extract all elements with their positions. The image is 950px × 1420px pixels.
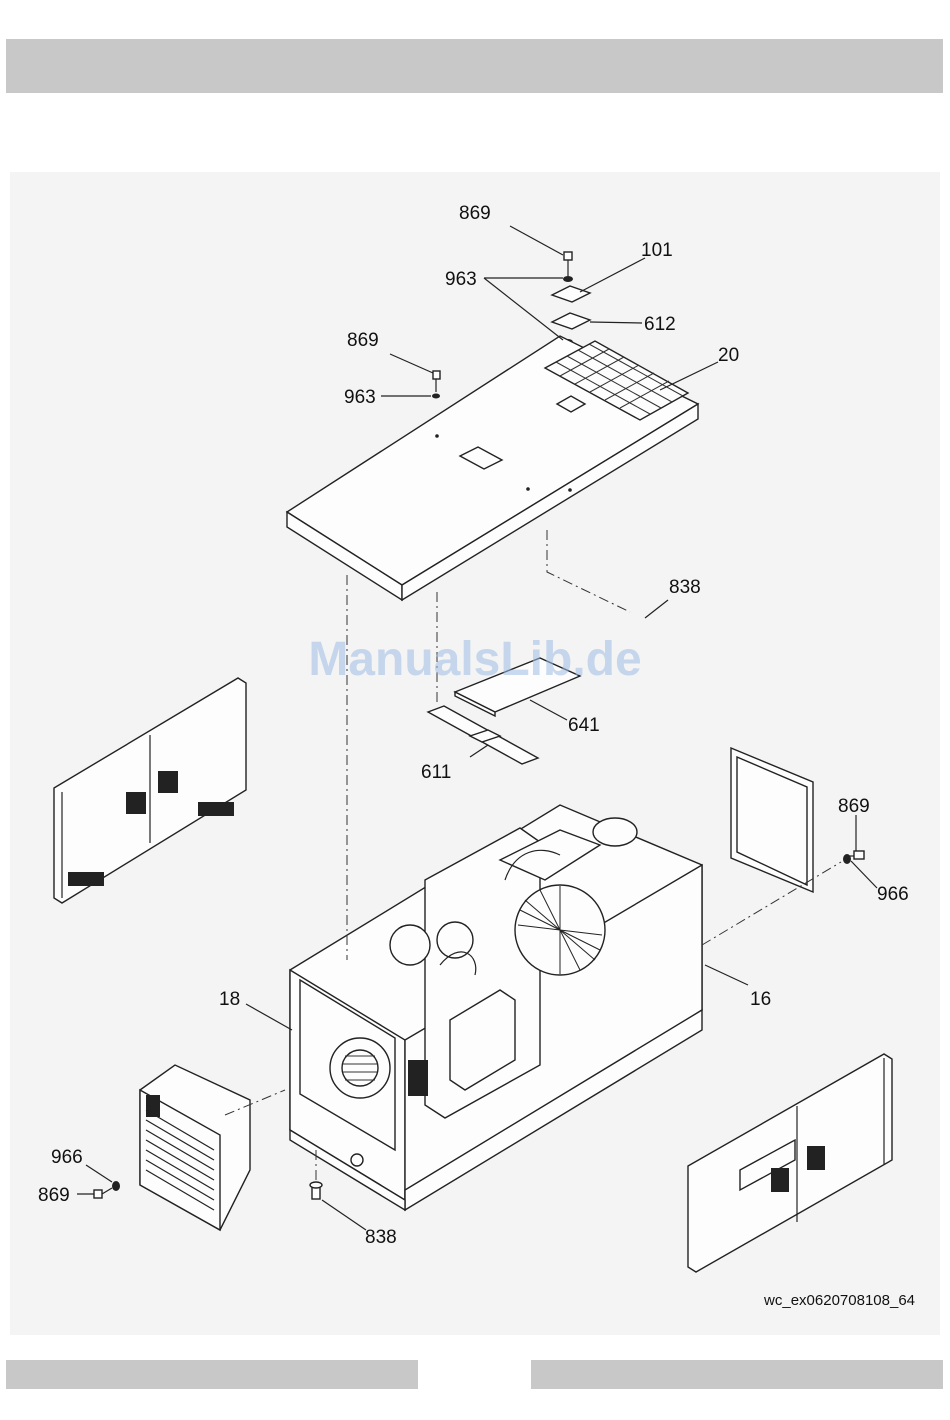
callout-966-right: 966 — [877, 884, 909, 905]
callout-869-left: 869 — [347, 330, 379, 351]
callout-869-right: 869 — [838, 796, 870, 817]
callout-612: 612 — [644, 314, 676, 335]
callout-641: 641 — [568, 715, 600, 736]
callout-101: 101 — [641, 240, 673, 261]
callout-838-top: 838 — [669, 577, 701, 598]
callout-16: 16 — [750, 989, 771, 1010]
watermark: ManualsLib.de — [308, 633, 641, 686]
callout-869-bottom: 869 — [38, 1185, 70, 1206]
callout-963-left: 963 — [344, 387, 376, 408]
callout-869-top: 869 — [459, 203, 491, 224]
callout-963-top: 963 — [445, 269, 477, 290]
roof-panel — [287, 336, 698, 600]
left-door-panel — [54, 678, 246, 903]
callout-20: 20 — [718, 345, 739, 366]
right-end-panel — [731, 748, 864, 892]
callout-611: 611 — [421, 762, 451, 783]
callout-838-bottom: 838 — [365, 1227, 397, 1248]
right-door-panel — [688, 1054, 892, 1272]
roof-hardware-top — [552, 252, 590, 345]
left-grille-panel — [94, 1065, 250, 1230]
callout-18: 18 — [219, 989, 240, 1010]
bottom-bolt — [310, 1182, 322, 1199]
drawing-code: wc_ex0620708108_64 — [763, 1292, 915, 1309]
roof-hardware-left — [432, 371, 440, 399]
main-enclosure — [290, 805, 702, 1210]
callout-966-left: 966 — [51, 1147, 83, 1168]
